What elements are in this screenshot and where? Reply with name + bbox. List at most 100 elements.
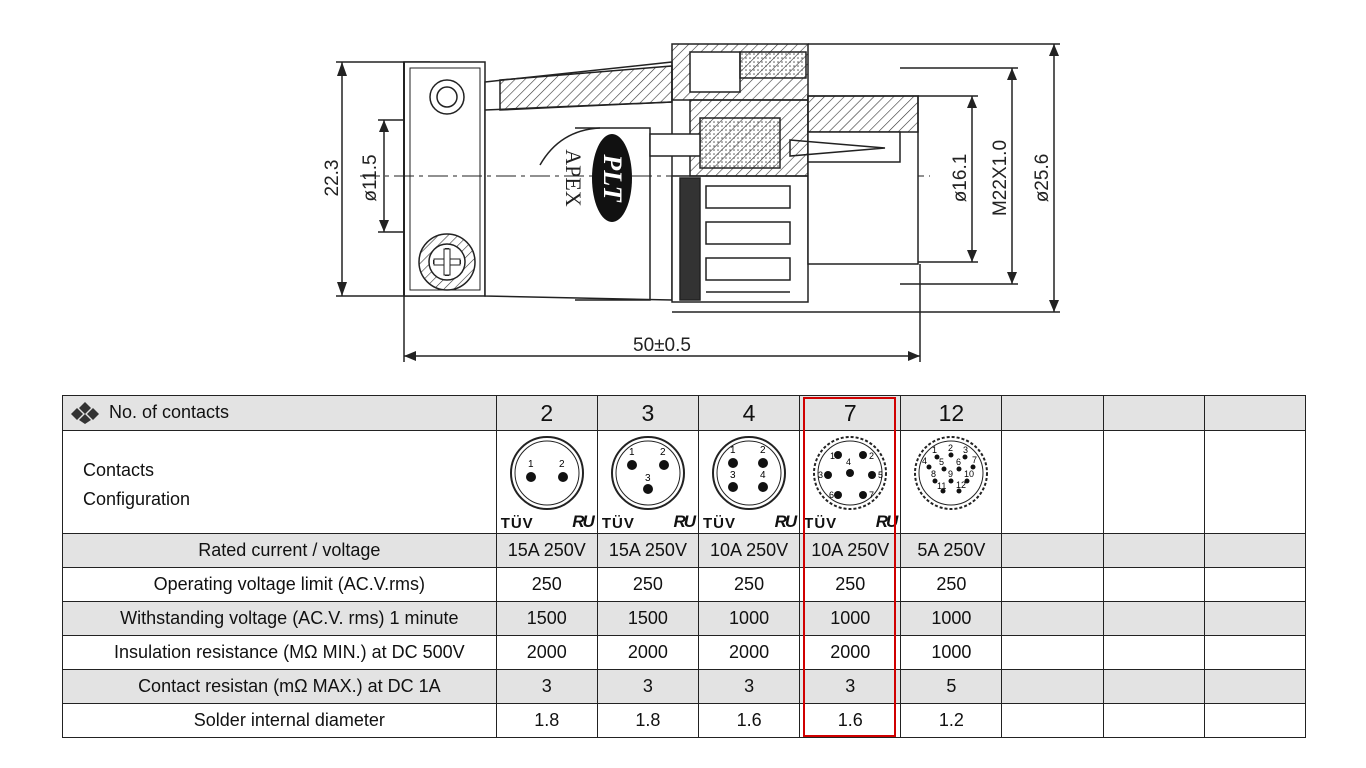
pin-label: 1: [629, 447, 635, 458]
row-label: Contact resistan (mΩ MAX.) at DC 1A: [62, 669, 497, 704]
configuration-label-cell: Contacts Configuration: [62, 430, 497, 534]
row-label: Solder internal diameter: [62, 703, 497, 738]
contacts-7-header: 7: [799, 395, 902, 431]
empty-cell: [1102, 395, 1205, 431]
pin-label: 1: [730, 445, 736, 456]
empty-cell: [1001, 669, 1104, 704]
contacts-2-header: 2: [495, 395, 598, 431]
config-label-line1: Contacts: [83, 460, 155, 480]
empty-cell: [1102, 430, 1205, 534]
pin-label: 2: [948, 443, 953, 453]
ul-mark: RU: [774, 512, 798, 531]
value-cell: 250: [596, 567, 700, 602]
value-cell: 2000: [596, 635, 700, 670]
value-cell: 3: [596, 669, 700, 704]
value-cell: 1000: [799, 601, 902, 636]
contacts-4-header: 4: [697, 395, 801, 431]
value-cell: 250: [697, 567, 801, 602]
dim-outer-dia-label: ø25.6: [1032, 154, 1053, 203]
dim-thread-label: M22X1.0: [990, 140, 1011, 216]
config-label-line2: Configuration: [83, 489, 191, 509]
pin-label: 7: [869, 490, 874, 500]
pin-label: 7: [972, 455, 977, 465]
brand-text: APEX: [561, 149, 586, 207]
empty-cell: [1001, 567, 1104, 602]
empty-cell: [1102, 567, 1205, 602]
value-cell: 1500: [596, 601, 700, 636]
row-label: Insulation resistance (MΩ MIN.) at DC 50…: [62, 635, 497, 670]
spec-row-solder-diameter: Solder internal diameter 1.8 1.8 1.6 1.6…: [62, 703, 1307, 738]
dim-inner-dia-label: ø11.5: [360, 154, 381, 201]
pin-label: 1: [830, 451, 835, 461]
spec-row-insulation-resistance: Insulation resistance (MΩ MIN.) at DC 50…: [62, 635, 1307, 670]
value-cell: 250: [495, 567, 598, 602]
empty-cell: [1001, 635, 1104, 670]
value-cell: 2000: [697, 635, 801, 670]
spec-row-contact-resistance: Contact resistan (mΩ MAX.) at DC 1A 3 3 …: [62, 669, 1307, 704]
empty-cell: [1102, 635, 1205, 670]
plt-logo: [592, 134, 632, 222]
value-cell: 3: [697, 669, 801, 704]
pin-label: 1: [528, 459, 534, 470]
pin-label: 2: [869, 451, 874, 461]
empty-cell: [1203, 533, 1307, 568]
value-cell: 1.6: [799, 703, 902, 738]
pin-label: 4: [846, 457, 851, 467]
diamond-bullet-icon: [71, 402, 99, 425]
configuration-row: Contacts Configuration 1 2 TÜV RU 1: [62, 430, 1307, 534]
pin-label: 10: [964, 469, 974, 479]
contacts-3-header: 3: [596, 395, 700, 431]
pin-label: 5: [878, 470, 883, 480]
pin-label: 4: [922, 456, 927, 466]
tuv-mark: TÜV: [703, 515, 736, 532]
pin-label: 3: [818, 470, 823, 480]
dim-height-label: 22.3: [322, 160, 343, 197]
value-cell: 15A 250V: [596, 533, 700, 568]
row-label: Rated current / voltage: [62, 533, 497, 568]
value-cell: 10A 250V: [799, 533, 902, 568]
pin-label: 3: [645, 473, 651, 484]
empty-cell: [1203, 567, 1307, 602]
row-label: Withstanding voltage (AC.V. rms) 1 minut…: [62, 601, 497, 636]
value-cell: 1500: [495, 601, 598, 636]
value-cell: 1000: [697, 601, 801, 636]
empty-cell: [1102, 533, 1205, 568]
value-cell: 250: [900, 567, 1003, 602]
dim-length-label: 50±0.5: [633, 335, 691, 356]
empty-cell: [1203, 601, 1307, 636]
no-of-contacts-label: No. of contacts: [109, 401, 230, 422]
dim-pin-dia-label: ø16.1: [950, 154, 971, 203]
pin-label: 5: [939, 457, 944, 467]
spec-row-withstanding-voltage: Withstanding voltage (AC.V. rms) 1 minut…: [62, 601, 1307, 636]
pin-label: 6: [956, 457, 961, 467]
value-cell: 250: [799, 567, 902, 602]
pin-label: 11: [937, 481, 946, 491]
pin-layout-7: 1 2 3 4 5 6 7 TÜV RU: [799, 430, 902, 534]
pin-label: 1: [932, 445, 937, 455]
value-cell: 3: [495, 669, 598, 704]
value-cell: 2000: [799, 635, 902, 670]
empty-cell: [1203, 430, 1307, 534]
empty-cell: [1001, 430, 1104, 534]
pin-label: 3: [730, 470, 736, 481]
pin-label: 3: [963, 445, 968, 455]
contacts-header-row: No. of contacts 2 3 4 7 12: [62, 395, 1307, 431]
pin-layout-3: 1 2 3 TÜV RU: [596, 430, 700, 534]
pin-label: 2: [559, 459, 565, 470]
spec-row-operating-voltage: Operating voltage limit (AC.V.rms) 250 2…: [62, 567, 1307, 602]
empty-cell: [1102, 703, 1205, 738]
pin-layout-2: 1 2 TÜV RU: [495, 430, 598, 534]
tuv-mark: TÜV: [500, 515, 534, 532]
logo-text: PLT: [598, 153, 627, 202]
pin-label: 9: [948, 469, 953, 479]
value-cell: 1.2: [900, 703, 1003, 738]
empty-cell: [1001, 703, 1104, 738]
pin-label: 12: [956, 480, 966, 490]
empty-cell: [1001, 533, 1104, 568]
value-cell: 15A 250V: [495, 533, 598, 568]
tuv-mark: TÜV: [804, 515, 838, 532]
empty-cell: [1102, 601, 1205, 636]
pin-label: 2: [760, 445, 766, 456]
ul-mark: RU: [673, 512, 696, 531]
pin-label: 2: [660, 447, 666, 458]
